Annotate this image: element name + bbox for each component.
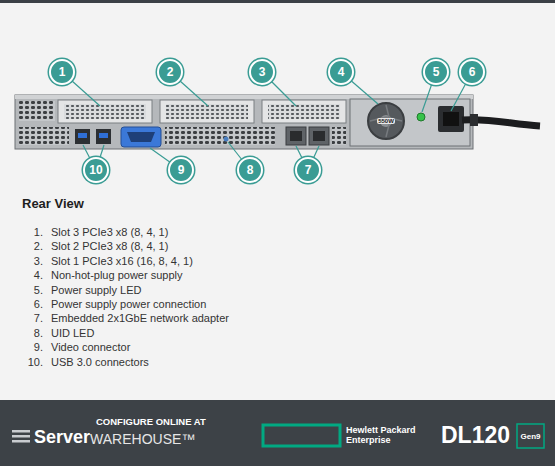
callout-number: 7 bbox=[295, 157, 321, 183]
list-number: 7. bbox=[34, 312, 43, 324]
list-number: 9. bbox=[34, 341, 43, 353]
list-item: Slot 2 PCIe3 x8 (8, 4, 1) bbox=[51, 240, 168, 252]
gen-badge bbox=[517, 424, 544, 448]
section-title: Rear View bbox=[22, 196, 84, 211]
list-item: USB 3.0 connectors bbox=[51, 356, 149, 368]
chassis bbox=[15, 95, 540, 149]
list-number: 3. bbox=[34, 255, 43, 267]
callout-number: 6 bbox=[459, 59, 485, 85]
callout-text: 1 bbox=[59, 65, 66, 79]
list-item: Embedded 2x1GbE network adapter bbox=[51, 312, 229, 324]
callout-text: 2 bbox=[167, 65, 174, 79]
list-number: 8. bbox=[34, 327, 43, 339]
list-number: 4. bbox=[34, 269, 43, 281]
callout-number: 3 bbox=[249, 59, 275, 85]
callout-number: 2 bbox=[157, 59, 183, 85]
callout-text: 10 bbox=[89, 163, 102, 177]
callout-text: 9 bbox=[178, 163, 185, 177]
list-item: Slot 1 PCIe3 x16 (16, 8, 4, 1) bbox=[51, 255, 193, 267]
list-item: UID LED bbox=[51, 327, 94, 339]
callout-number: 5 bbox=[423, 59, 449, 85]
list-item: Non-hot-plug power supply bbox=[51, 269, 182, 281]
callout-number: 9 bbox=[168, 157, 194, 183]
menu-icon bbox=[12, 430, 30, 443]
callout-text: 6 bbox=[469, 65, 476, 79]
callout-text: 3 bbox=[259, 65, 266, 79]
list-number: 10. bbox=[28, 356, 43, 368]
callout-text: 7 bbox=[305, 163, 312, 177]
banner bbox=[0, 400, 555, 466]
list-item: Power supply LED bbox=[51, 284, 142, 296]
callout-number: 10 bbox=[83, 157, 109, 183]
list-item: Power supply power connection bbox=[51, 298, 206, 310]
callout-text: 5 bbox=[433, 65, 440, 79]
callout-text: 4 bbox=[338, 65, 345, 79]
callout-number: 8 bbox=[237, 157, 263, 183]
brand-text: Server bbox=[34, 427, 90, 448]
brand-text: WAREHOUSE™ bbox=[90, 431, 195, 447]
banner-text: CONFIGURE ONLINE AT bbox=[96, 416, 206, 427]
callout-number: 1 bbox=[49, 59, 75, 85]
generation-badge: Gen9 bbox=[520, 432, 540, 441]
wattage-label: 550W bbox=[377, 118, 395, 124]
list-item: Video connector bbox=[51, 341, 130, 353]
callout-text: 8 bbox=[247, 163, 254, 177]
list-number: 2. bbox=[34, 240, 43, 252]
list-number: 1. bbox=[34, 226, 43, 238]
callout-number: 4 bbox=[328, 59, 354, 85]
vendor-name: Hewlett Packard Enterprise bbox=[346, 425, 420, 445]
list-number: 6. bbox=[34, 298, 43, 310]
list-item: Slot 3 PCIe3 x8 (8, 4, 1) bbox=[51, 226, 168, 238]
leader-lines bbox=[62, 72, 472, 170]
model-name: DL120 bbox=[441, 422, 510, 449]
hpe-logo bbox=[263, 425, 340, 446]
list-number: 5. bbox=[34, 284, 43, 296]
